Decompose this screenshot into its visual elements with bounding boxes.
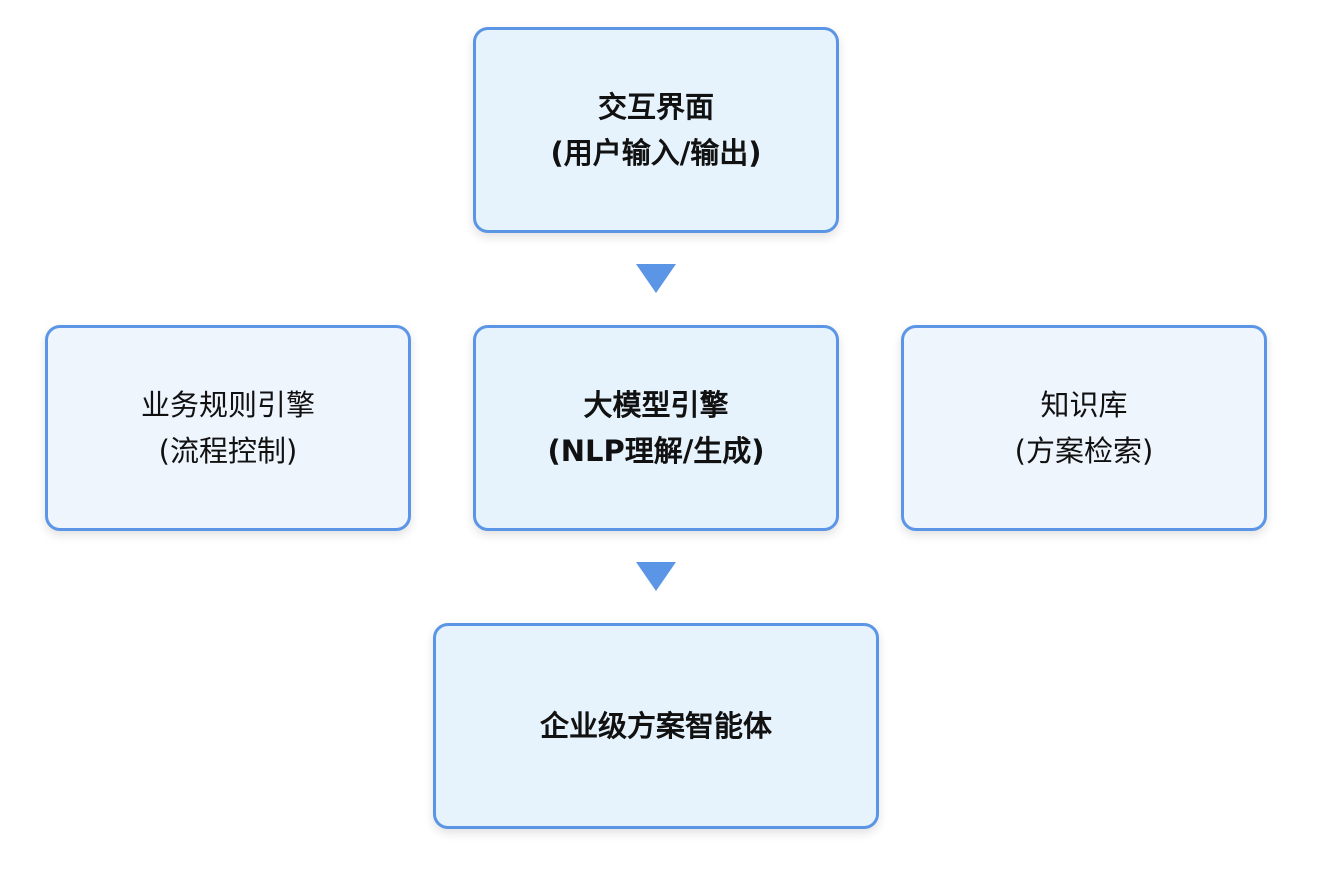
llm-engine-subtitle: (NLP理解/生成) [547, 434, 765, 468]
enterprise-agent-title: 企业级方案智能体 [539, 709, 772, 743]
interaction-interface-title: 交互界面 [597, 90, 714, 124]
interaction-interface-node: 交互界面 (用户输入/输出) [473, 27, 839, 233]
business-rules-engine-node: 业务规则引擎 (流程控制) [45, 325, 411, 531]
interaction-interface-subtitle: (用户输入/输出) [550, 136, 762, 170]
arrow-down-icon [636, 562, 676, 591]
llm-engine-title: 大模型引擎 [583, 388, 729, 422]
arrow-down-icon [636, 264, 676, 293]
business-rules-engine-subtitle: (流程控制) [158, 434, 298, 468]
llm-engine-node: 大模型引擎 (NLP理解/生成) [473, 325, 839, 531]
knowledge-base-node: 知识库 (方案检索) [901, 325, 1267, 531]
knowledge-base-subtitle: (方案检索) [1014, 434, 1154, 468]
business-rules-engine-title: 业务规则引擎 [140, 388, 315, 422]
enterprise-agent-node: 企业级方案智能体 [433, 623, 879, 829]
knowledge-base-title: 知识库 [1040, 388, 1128, 422]
